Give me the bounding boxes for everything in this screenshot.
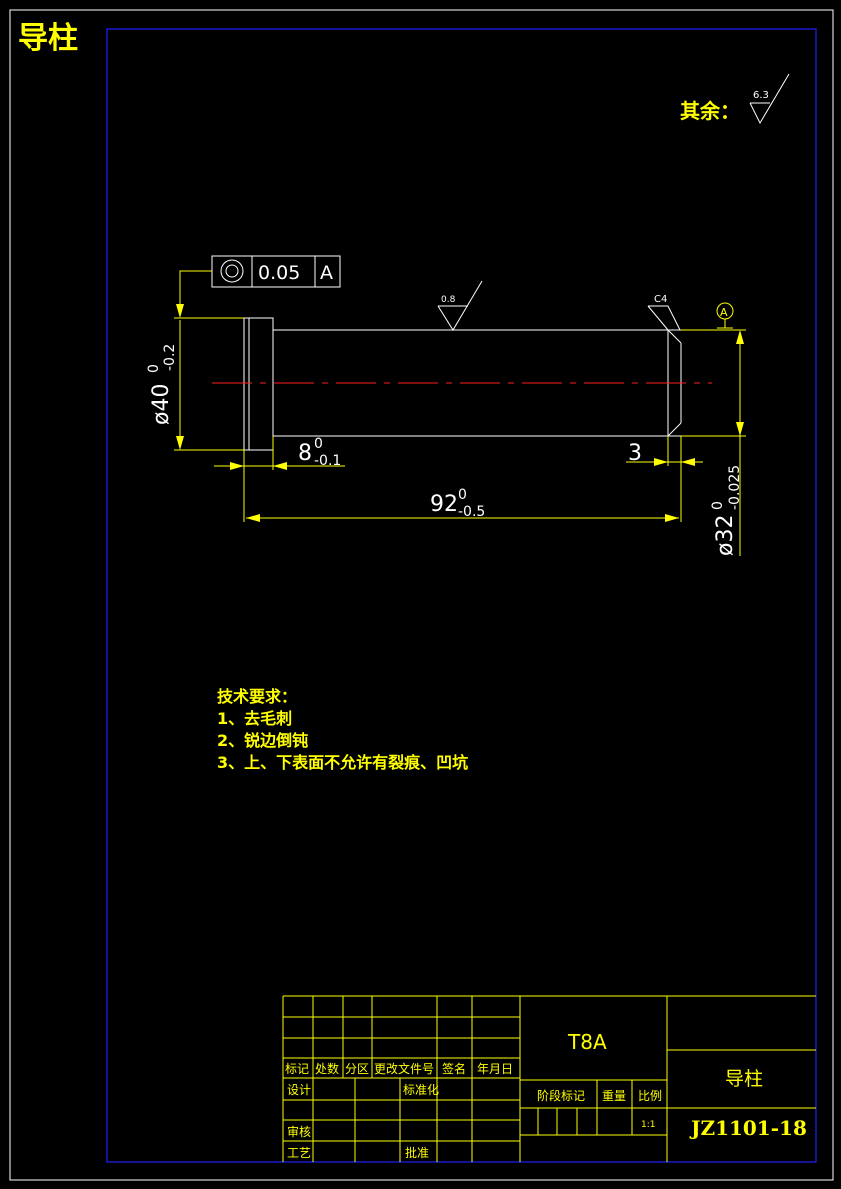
- svg-text:0: 0: [710, 501, 726, 510]
- tb-weight: 重量: [602, 1089, 626, 1103]
- dim-head-length: [214, 436, 345, 522]
- roughness-surface-icon: [437, 280, 483, 331]
- tb-stage-mark: 阶段标记: [537, 1088, 585, 1103]
- title-block: [282, 995, 816, 1162]
- datum-label: A: [720, 306, 728, 319]
- tolerance-value: 0.05: [258, 262, 300, 284]
- svg-text:ø40: ø40: [149, 384, 174, 425]
- svg-text:92: 92: [430, 492, 458, 517]
- tb-material: T8A: [567, 1030, 607, 1054]
- inner-frame: [106, 28, 817, 1163]
- tb-header-cell: 标记: [285, 1062, 309, 1076]
- head-flange: [243, 317, 274, 451]
- dim-head-length-text: 8 0 -0.1: [298, 436, 341, 469]
- chamfer-label: C4: [654, 294, 667, 305]
- tb-scale-label: 比例: [638, 1089, 662, 1103]
- tb-approve: 批准: [405, 1145, 429, 1160]
- tb-header-cell: 年月日: [477, 1062, 513, 1076]
- tb-drawing-no: JZ1101-18: [689, 1116, 807, 1140]
- svg-text:0: 0: [314, 436, 323, 452]
- tb-header-cell: 签名: [442, 1061, 466, 1076]
- svg-text:0: 0: [146, 364, 162, 373]
- tech-requirements-title: 技术要求：: [217, 687, 297, 706]
- tech-requirement-item: 3、上、下表面不允许有裂痕、凹坑: [217, 753, 468, 772]
- roughness-general-icon: [749, 73, 790, 125]
- outer-border: [9, 9, 834, 1181]
- tolerance-datum: A: [320, 262, 333, 284]
- svg-text:ø32: ø32: [713, 515, 738, 556]
- roughness-general-value: 6.3: [753, 90, 769, 101]
- tech-requirement-item: 1、去毛刺: [217, 709, 292, 728]
- roughness-surface-value: 0.8: [441, 295, 456, 305]
- dim-shaft-diameter-text: ø32 0 -0.025: [710, 465, 743, 556]
- tb-review: 审核: [287, 1124, 311, 1139]
- dim-shaft-diameter: [681, 329, 746, 556]
- tb-part-name: 导柱: [725, 1068, 763, 1090]
- dim-chamfer-length-text: 3: [628, 441, 642, 466]
- tb-header-cell: 分区: [345, 1062, 369, 1076]
- chamfer-leader: [647, 305, 681, 331]
- tb-header-cell: 更改文件号: [374, 1061, 434, 1076]
- concentricity-icon: [220, 259, 244, 283]
- dim-total-length-text: 92 0 -0.5: [430, 487, 485, 520]
- tb-header-cell: 处数: [315, 1061, 339, 1076]
- svg-text:0: 0: [458, 487, 467, 503]
- tb-process: 工艺: [287, 1146, 311, 1160]
- svg-text:-0.1: -0.1: [314, 453, 341, 469]
- part-outline: [243, 317, 682, 451]
- dim-head-diameter-text: ø40 0 -0.2: [146, 344, 178, 425]
- svg-text:8: 8: [298, 441, 312, 466]
- svg-text:-0.025: -0.025: [727, 465, 743, 510]
- svg-text:-0.2: -0.2: [162, 344, 178, 371]
- tolerance-frame: 0.05 A: [176, 255, 341, 318]
- tb-standardize: 标准化: [403, 1083, 439, 1097]
- datum-symbol: [716, 302, 734, 329]
- sheet-title: 导柱: [18, 21, 78, 56]
- svg-text:-0.5: -0.5: [458, 504, 485, 520]
- dim-head-diameter: [174, 317, 244, 451]
- roughness-general-label: 其余：: [680, 99, 740, 123]
- tb-design: 设计: [287, 1083, 311, 1097]
- tech-requirement-item: 2、锐边倒钝: [217, 731, 308, 750]
- tech-requirements: 技术要求： 1、去毛刺 2、锐边倒钝 3、上、下表面不允许有裂痕、凹坑: [217, 687, 468, 772]
- tb-scale-value: 1:1: [641, 1120, 655, 1130]
